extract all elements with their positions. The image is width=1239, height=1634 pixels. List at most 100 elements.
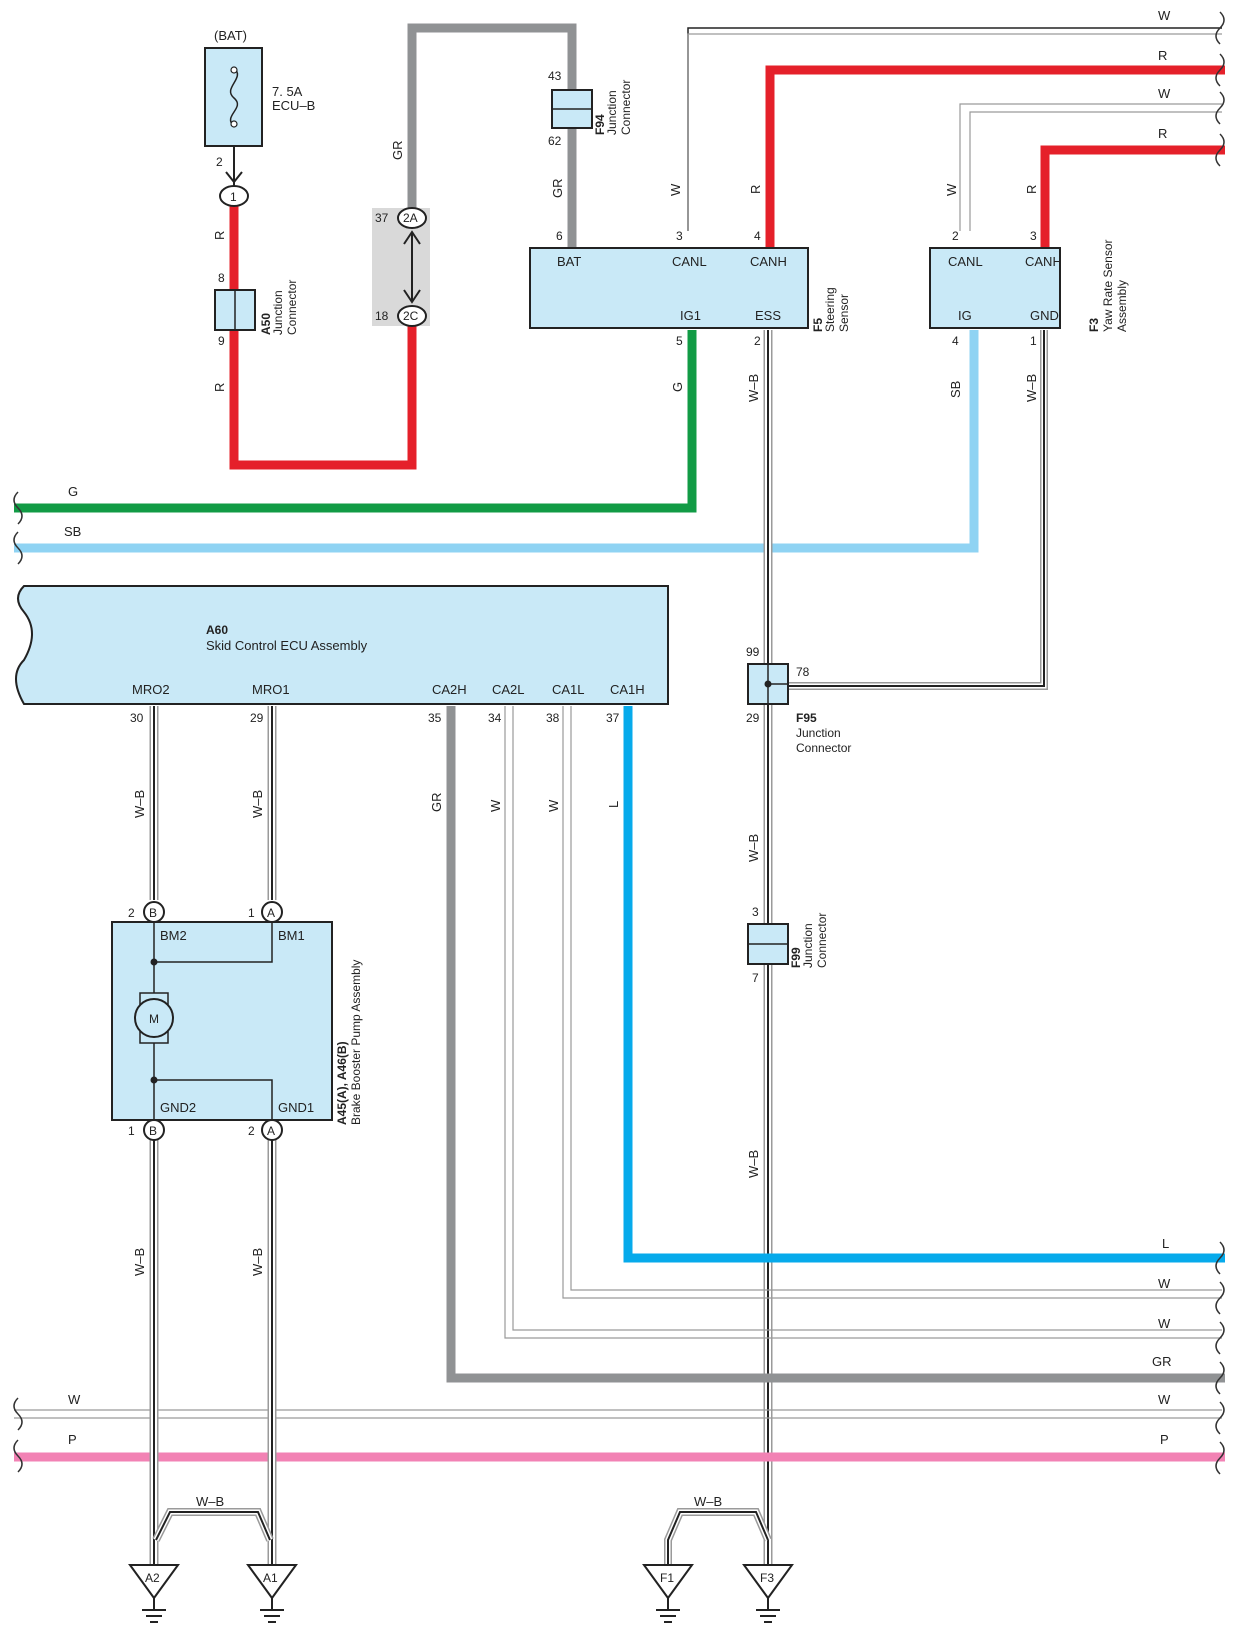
svg-text:4: 4 [754, 229, 761, 243]
wire-w-ca1l [562, 706, 1222, 1299]
motor-icon [134, 998, 174, 1038]
svg-text:F94: F94 [593, 114, 607, 135]
svg-text:6: 6 [556, 229, 563, 243]
svg-text:A50: A50 [259, 313, 273, 335]
svg-text:F5: F5 [811, 318, 825, 332]
svg-text:9: 9 [218, 334, 225, 348]
svg-text:F3: F3 [760, 1571, 774, 1585]
label-w-f5-canl: W [668, 183, 683, 196]
wire-wb-f3-gnd [778, 330, 1048, 690]
f5-pin-ig1: IG1 [680, 308, 701, 323]
svg-text:38: 38 [546, 711, 560, 725]
label-p-left: P [68, 1432, 77, 1447]
svg-text:Brake Booster Pump Assembly: Brake Booster Pump Assembly [349, 960, 363, 1125]
svg-text:GND1: GND1 [278, 1100, 314, 1115]
svg-text:43: 43 [548, 69, 562, 83]
wire-l-ca1h [623, 706, 1225, 1263]
svg-text:62: 62 [548, 134, 562, 148]
svg-text:M: M [149, 1012, 159, 1026]
fuse-rating: 7. 5A [272, 84, 303, 99]
svg-text:5: 5 [676, 334, 683, 348]
svg-text:4: 4 [952, 334, 959, 348]
fuse-ecu-b: (BAT) 7. 5A ECU–B 2 [204, 28, 315, 190]
wire-sb [14, 330, 979, 553]
label-sb-ig: SB [948, 381, 963, 398]
svg-text:F3: F3 [1087, 318, 1101, 332]
svg-text:Junction: Junction [271, 290, 285, 335]
label-w-left: W [68, 1392, 81, 1407]
svg-text:A: A [267, 906, 275, 920]
yaw-rate-sensor-f3: CANL CANH IG GND 2 3 4 1 F3 Yaw Rate Sen… [929, 229, 1129, 348]
label-r-a50-bottom: R [212, 383, 227, 392]
svg-text:Assembly: Assembly [1115, 280, 1129, 332]
svg-text:Connector: Connector [815, 913, 829, 968]
svg-text:3: 3 [752, 905, 759, 919]
label-wb-bridge-a: W–B [196, 1494, 224, 1509]
svg-text:Connector: Connector [619, 80, 633, 135]
wire-wb-a2-a1-bridge [152, 1508, 274, 1542]
label-wb-gnd2: W–B [132, 1248, 147, 1276]
svg-text:A: A [267, 1124, 275, 1138]
ground-f1: F1 [642, 1564, 694, 1623]
svg-text:78: 78 [796, 665, 810, 679]
connector-a50: 8 9 A50 Junction Connector [214, 271, 299, 348]
svg-text:A45(A), A46(B): A45(A), A46(B) [335, 1041, 349, 1125]
wire-r-canh-f5 [765, 65, 1225, 248]
label-sb-horizontal: SB [64, 524, 81, 539]
svg-text:1: 1 [128, 1124, 135, 1138]
wire-w-ca2l [504, 706, 1222, 1339]
label-wb-gnd: W–B [1024, 374, 1039, 402]
label-w-f3-canl: W [944, 183, 959, 196]
wire-gr-top [407, 23, 577, 248]
f3-pin-canl: CANL [948, 254, 983, 269]
svg-text:BM2: BM2 [160, 928, 187, 943]
svg-text:7: 7 [752, 971, 759, 985]
svg-text:2C: 2C [403, 309, 419, 323]
svg-text:3: 3 [1030, 229, 1037, 243]
svg-text:GND2: GND2 [160, 1100, 196, 1115]
svg-text:18: 18 [375, 309, 389, 323]
svg-text:2: 2 [754, 334, 761, 348]
label-r-top1: R [1158, 48, 1167, 63]
label-g-ig1: G [670, 382, 685, 392]
label-p-right: P [1160, 1432, 1169, 1447]
label-gr-top: GR [390, 141, 405, 161]
f3-pin-gnd: GND [1030, 308, 1059, 323]
label-r-f5-canh: R [748, 185, 763, 194]
svg-text:2: 2 [128, 906, 135, 920]
svg-text:29: 29 [250, 711, 264, 725]
svg-text:35: 35 [428, 711, 442, 725]
svg-text:A1: A1 [263, 1571, 278, 1585]
label-w-right-1: W [1158, 1276, 1171, 1291]
svg-text:37: 37 [375, 211, 389, 225]
label-wb-mro1: W–B [250, 790, 265, 818]
svg-text:1: 1 [248, 906, 255, 920]
svg-text:34: 34 [488, 711, 502, 725]
ground-a2: A2 [128, 1564, 180, 1623]
svg-text:A60: A60 [206, 623, 228, 637]
f5-pin-ess: ESS [755, 308, 781, 323]
svg-text:Junction: Junction [801, 923, 815, 968]
f3-pin-ig: IG [958, 308, 972, 323]
connector-2a-2c: 2A 2C 37 18 [372, 207, 430, 327]
fuse-name: ECU–B [272, 98, 315, 113]
svg-text:2: 2 [248, 1124, 255, 1138]
label-wb-f95: W–B [746, 834, 761, 862]
label-g-horizontal: G [68, 484, 78, 499]
label-wb-mro2: W–B [132, 790, 147, 818]
wire-wb-f1 [664, 1508, 772, 1565]
wire-w-top-1 [687, 27, 1222, 231]
label-gr-ca2h: GR [429, 793, 444, 813]
label-wb-f99: W–B [746, 1150, 761, 1178]
svg-text:CA1H: CA1H [610, 682, 645, 697]
ground-f3: F3 [742, 1564, 794, 1623]
a50-inline-pin: 1 [219, 185, 249, 207]
steering-sensor-f5: BAT CANL CANH IG1 ESS 6 3 4 5 2 F5 Steer… [529, 229, 851, 348]
label-w-right-2: W [1158, 1316, 1171, 1331]
label-r-f3-canh: R [1024, 185, 1039, 194]
label-w-top1: W [1158, 8, 1171, 23]
label-w-right-3: W [1158, 1392, 1171, 1407]
label-gr-right: GR [1152, 1354, 1172, 1369]
fuse-source: (BAT) [214, 28, 247, 43]
f5-pin-bat: BAT [557, 254, 581, 269]
